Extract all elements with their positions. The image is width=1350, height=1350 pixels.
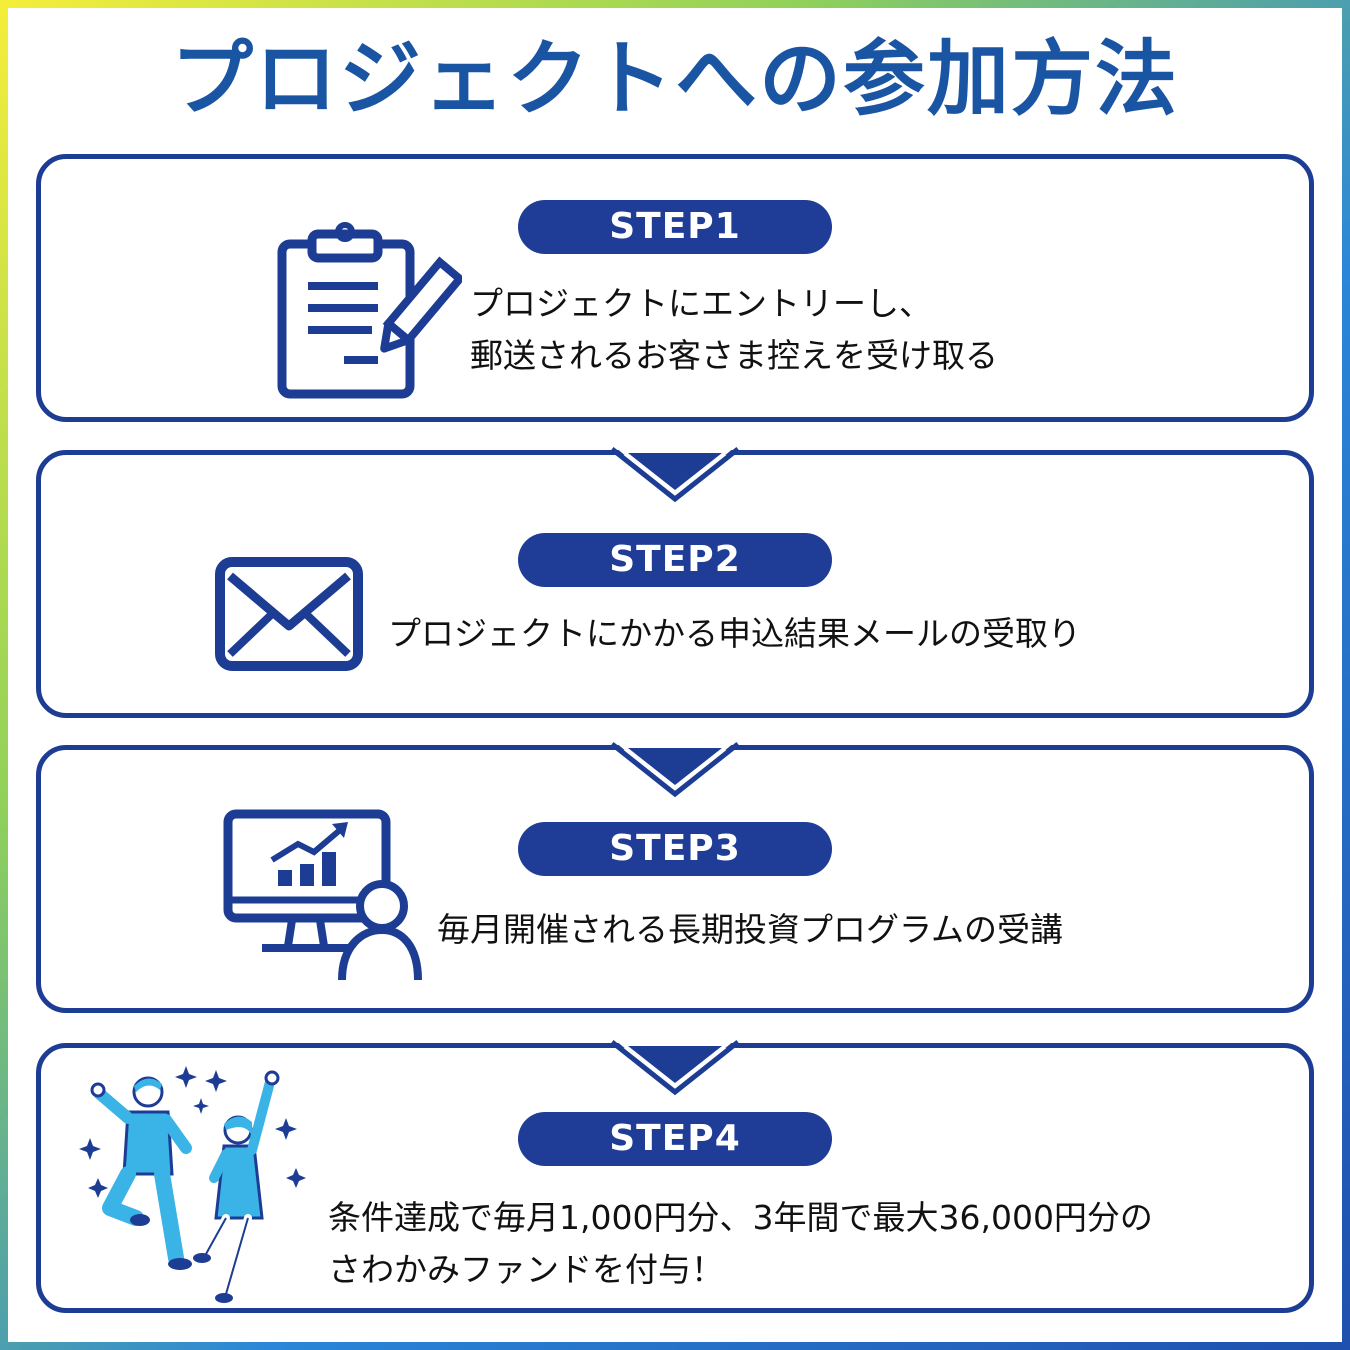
step4-description: 条件達成で毎月1,000円分、3年間で最大36,000円分の さわかみファンドを… [328,1192,1153,1296]
step4-badge: STEP4 [518,1112,832,1166]
step1-line1: プロジェクトにエントリーし、 [470,284,932,323]
step1-line2: 郵送されるお客さま控えを受け取る [470,336,998,375]
step1-card [36,154,1314,422]
step2-line1: プロジェクトにかかる申込結果メールの受取り [388,614,1081,653]
step3-description: 毎月開催される長期投資プログラムの受講 [437,904,1063,956]
step1-badge: STEP1 [518,200,832,254]
step2-description: プロジェクトにかかる申込結果メールの受取り [388,608,1081,660]
envelope-icon [215,557,363,671]
step4-line1: 条件達成で毎月1,000円分、3年間で最大36,000円分の [328,1198,1153,1237]
step4-line2: さわかみファンドを付与！ [328,1250,724,1289]
step3-badge: STEP3 [518,822,832,876]
step1-description: プロジェクトにエントリーし、 郵送されるお客さま控えを受け取る [470,278,998,382]
step3-line1: 毎月開催される長期投資プログラムの受講 [437,910,1064,949]
clipboard-pencil-icon [277,222,462,399]
monitor-chart-person-icon [223,809,422,981]
page-title: プロジェクトへの参加方法 [170,32,1179,127]
step2-badge: STEP2 [518,533,832,587]
celebrating-people-icon [79,1066,306,1303]
